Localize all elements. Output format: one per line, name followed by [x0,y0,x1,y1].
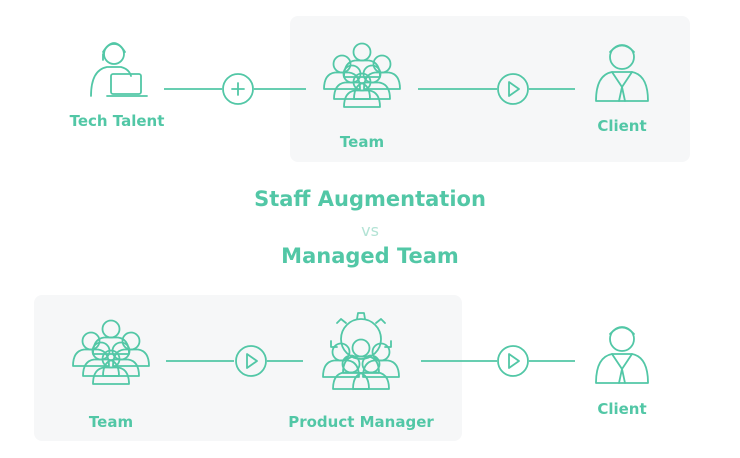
play-icon [497,345,529,377]
tech-talent-label: Tech Talent [69,112,165,130]
play-icon [235,345,267,377]
product-manager-label: Product Manager [288,413,434,431]
vs-label: vs [361,221,379,240]
team-label: Team [339,133,385,151]
team-group-icon [73,321,149,385]
tech-talent-icon [90,42,148,97]
team-label: Team [88,413,134,431]
plus-icon [222,73,254,105]
client-icon [595,44,649,102]
client-icon [595,326,649,384]
product-manager-gear-team-icon [322,312,400,390]
client-label: Client [597,117,647,135]
team-group-icon [324,44,400,108]
staff-augmentation-title: Staff Augmentation [254,187,486,211]
play-icon [497,73,529,105]
client-label: Client [597,400,647,418]
managed-team-title: Managed Team [281,244,459,268]
